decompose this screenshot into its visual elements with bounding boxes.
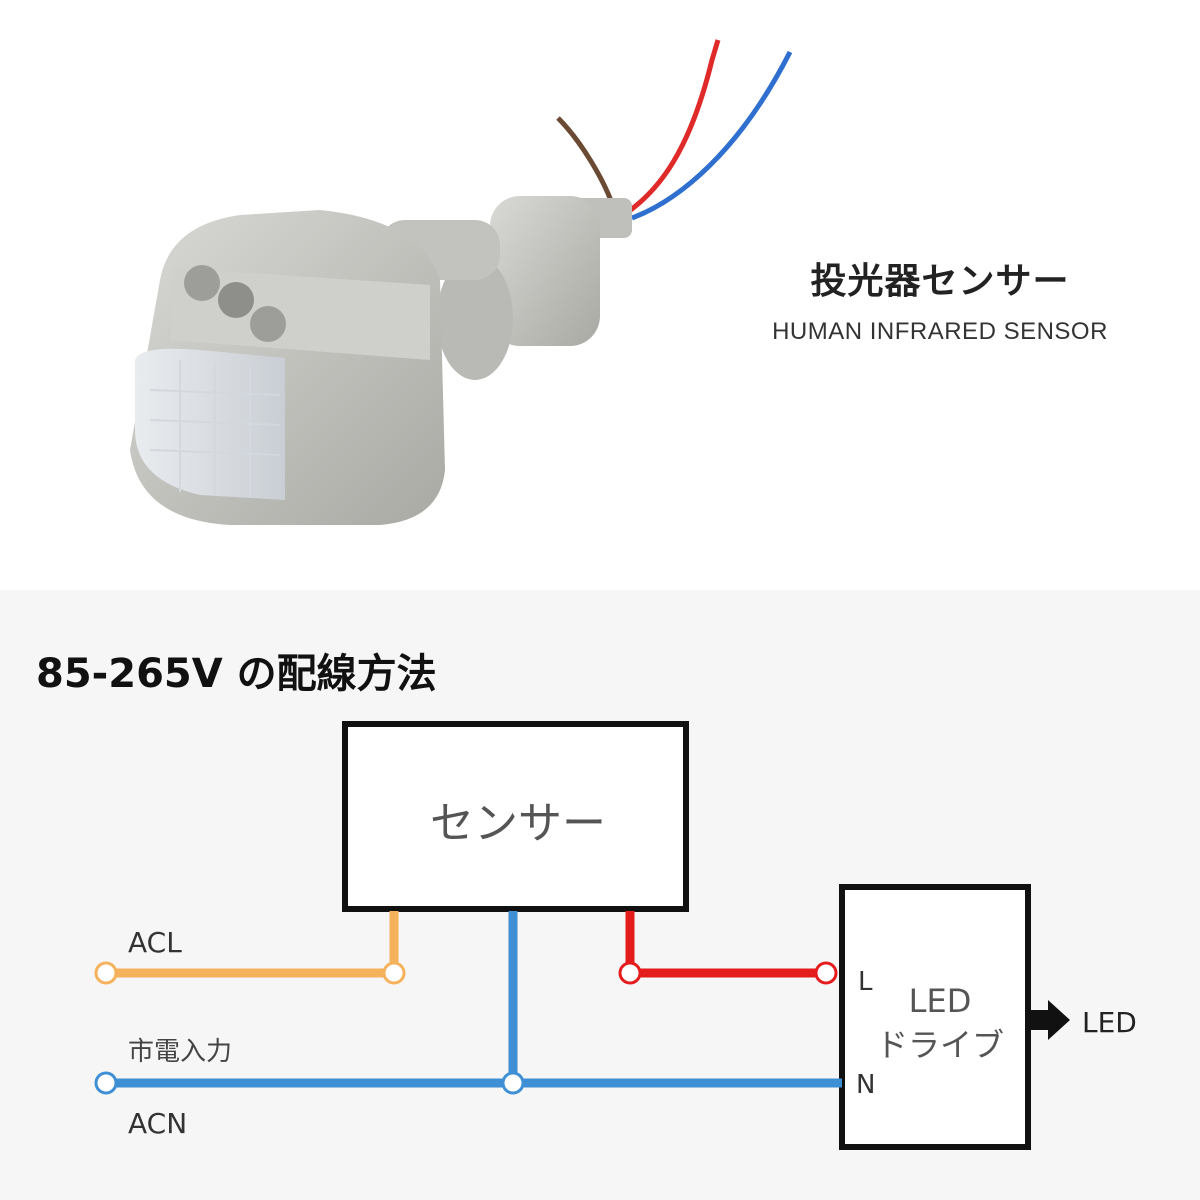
terminal-l-label: L xyxy=(858,967,873,997)
acn-label: ACN xyxy=(128,1107,187,1140)
blue-wire xyxy=(631,50,793,221)
load-out-terminal-icon xyxy=(618,961,642,985)
wiring-title: 85-265V の配線方法 xyxy=(36,651,437,697)
acn-junction-icon xyxy=(501,1071,525,1095)
driver-label-line2: ドライブ xyxy=(876,1026,1004,1064)
acl-terminal-icon xyxy=(94,961,118,985)
acn-terminal-icon xyxy=(94,1071,118,1095)
acl-junction-icon xyxy=(382,961,406,985)
sensor-box-label: センサー xyxy=(430,798,606,849)
sensor-box xyxy=(342,721,689,912)
product-subtitle: HUMAN INFRARED SENSOR xyxy=(772,318,1108,345)
product-title: 投光器センサー xyxy=(810,261,1070,302)
acl-label: ACL xyxy=(128,926,182,959)
pivot-arm xyxy=(490,196,600,346)
output-label: LED xyxy=(1082,1006,1137,1039)
mains-label: 市電入力 xyxy=(128,1037,232,1067)
swivel-joint xyxy=(437,256,513,380)
driver-l-terminal-icon xyxy=(814,961,838,985)
terminal-n-label: N xyxy=(856,1070,875,1100)
led-driver-box xyxy=(839,884,1031,1150)
driver-label-line1: LED xyxy=(909,982,972,1020)
output-arrow-icon xyxy=(1030,1000,1070,1040)
adjust-knob-icon xyxy=(250,306,286,342)
sensor-product-illustration xyxy=(130,39,793,525)
red-wire xyxy=(623,39,721,217)
adjust-knob-icon xyxy=(184,265,220,301)
adjust-knob-icon xyxy=(218,282,254,318)
pir-lens xyxy=(135,348,285,500)
